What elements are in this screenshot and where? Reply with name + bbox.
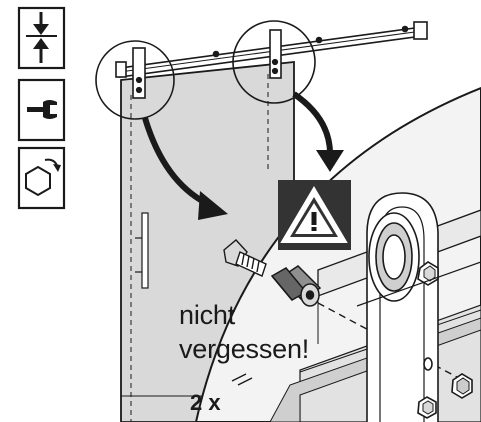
measure-vertical-icon [17,6,66,70]
door-hangers [132,29,282,99]
note-line-nicht: nicht [179,300,236,330]
tick-marks [231,373,253,386]
pointer-arrows [142,91,344,220]
bolt [223,239,267,277]
note-line-vergessen: vergessen! [179,334,310,364]
quantity-label: 2 x [190,390,221,415]
warning-icon [278,180,351,250]
spacer-sleeve [270,265,322,307]
wrench-icon [17,78,66,142]
roller-hanger [356,192,481,422]
hex-nut-rotate-icon [17,146,66,210]
tool-icons [17,6,66,210]
detail-circles [95,20,316,120]
